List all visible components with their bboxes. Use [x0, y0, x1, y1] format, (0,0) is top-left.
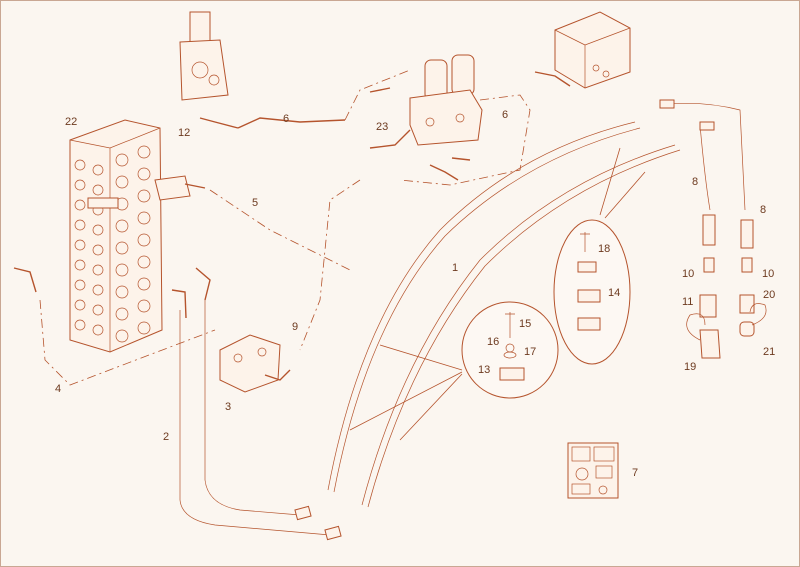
route-4	[39, 299, 216, 386]
callout-23: 23	[376, 121, 388, 133]
mounting-bracket	[554, 11, 631, 89]
elbow-fitting-right	[195, 267, 211, 301]
callout-14: 14	[608, 287, 620, 299]
callout-19: 19	[684, 361, 696, 373]
callout-2: 2	[163, 431, 169, 443]
callout-8-left: 8	[692, 176, 698, 188]
callout-5: 5	[252, 197, 258, 209]
fitting-23	[369, 129, 411, 149]
fitting-lower-1	[429, 164, 459, 181]
hose-1-outer	[327, 121, 636, 491]
callout-12: 12	[178, 127, 190, 139]
callout-4: 4	[55, 383, 61, 395]
route-8-right	[659, 103, 746, 211]
detail-circle-fixings	[461, 301, 559, 399]
callout-8-right: 8	[760, 204, 766, 216]
hose-1-outer-b	[333, 127, 641, 493]
route-5	[209, 189, 351, 271]
control-valve-block	[69, 119, 163, 353]
hose-2-end	[324, 525, 342, 541]
elbow-fitting-lower	[171, 289, 187, 319]
bracket-fitting	[534, 71, 571, 87]
fixing-group-13	[499, 312, 525, 381]
distribution-block	[219, 334, 281, 393]
callout-7: 7	[632, 467, 638, 479]
callout-16: 16	[487, 336, 499, 348]
leader-13	[349, 344, 463, 441]
callout-6-right: 6	[502, 109, 508, 121]
hose-3-end	[294, 505, 312, 521]
callout-15: 15	[519, 318, 531, 330]
hose-3	[204, 300, 301, 516]
warning-decal-7	[567, 442, 619, 499]
callout-21: 21	[763, 346, 775, 358]
leader-18	[599, 147, 646, 219]
callout-13: 13	[478, 364, 490, 376]
callout-9: 9	[292, 321, 298, 333]
clamp-group-14	[577, 232, 601, 331]
callout-1: 1	[452, 262, 458, 274]
solenoid-valve	[409, 54, 483, 146]
fitting-12	[199, 117, 239, 129]
fitting-upper-left	[369, 87, 391, 93]
callout-17: 17	[524, 346, 536, 358]
callout-10-left: 10	[682, 268, 694, 280]
distribution-fitting	[264, 369, 291, 381]
pilot-valve	[179, 11, 229, 101]
hose-stub-5	[184, 183, 206, 189]
hose-2	[179, 310, 331, 536]
hose-1-inner	[361, 144, 676, 506]
route-9	[299, 179, 361, 351]
route-6-right	[399, 94, 531, 186]
fitting-block-side	[154, 175, 191, 201]
callout-10-right: 10	[762, 268, 774, 280]
right-fittings	[686, 214, 767, 359]
callout-20: 20	[763, 289, 775, 301]
hose-6-left	[237, 117, 346, 129]
callout-22: 22	[65, 116, 77, 128]
elbow-fitting-left	[13, 267, 37, 293]
route-8-left	[699, 124, 711, 211]
callout-6-left: 6	[283, 113, 289, 125]
callout-11: 11	[682, 296, 693, 308]
tube-end-top	[659, 99, 675, 109]
tube-end-right	[699, 121, 715, 131]
hose-1-inner-b	[367, 149, 681, 508]
callout-3: 3	[225, 401, 231, 413]
fitting-lower-2	[451, 157, 471, 161]
route-6-left	[344, 69, 411, 121]
callout-18: 18	[598, 243, 610, 255]
